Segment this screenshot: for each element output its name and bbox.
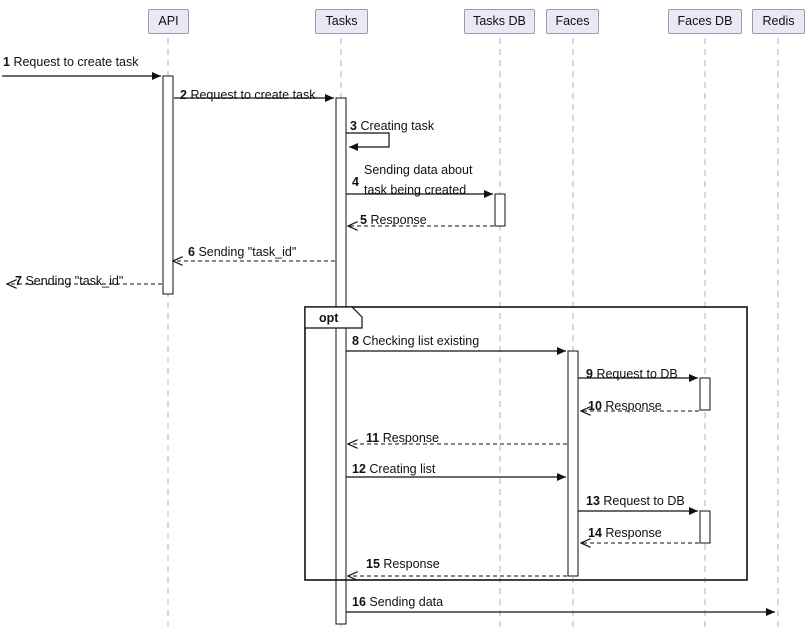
- message-text-1: Request to create task: [13, 55, 139, 69]
- participant-redis[interactable]: Redis: [752, 9, 805, 34]
- message-number-7: 7: [15, 274, 22, 288]
- message-label-12: 12 Creating list: [352, 462, 435, 476]
- message-label-15: 15 Response: [366, 557, 440, 571]
- message-number-16: 16: [352, 595, 366, 609]
- message-label-16: 16 Sending data: [352, 595, 443, 609]
- message-text-4-line2: task being created: [364, 183, 467, 197]
- message-label-3: 3 Creating task: [350, 119, 434, 133]
- message-text-16: Sending data: [369, 595, 444, 609]
- message-text-9: Request to DB: [596, 367, 678, 381]
- message-label-10: 10 Response: [588, 399, 662, 413]
- opt-fragment: [304, 306, 748, 581]
- message-number-8: 8: [352, 334, 359, 348]
- participant-faces-db[interactable]: Faces DB: [668, 9, 742, 34]
- message-number-14: 14: [588, 526, 602, 540]
- participant-api[interactable]: API: [148, 9, 189, 34]
- message-number-9: 9: [586, 367, 593, 381]
- message-number-4: 4: [352, 175, 359, 189]
- message-label-9: 9 Request to DB: [586, 367, 678, 381]
- message-number-11: 11: [366, 431, 380, 445]
- message-label-14: 14 Response: [588, 526, 662, 540]
- message-label-1: 1 Request to create task: [3, 55, 139, 69]
- message-text-4-line1: Sending data about: [364, 163, 473, 177]
- message-number-3: 3: [350, 119, 357, 133]
- message-number-5: 5: [360, 213, 367, 227]
- message-label-5: 5 Response: [360, 213, 427, 227]
- message-text-7: Sending "task_id": [25, 274, 124, 288]
- message-text-5: Response: [370, 213, 427, 227]
- message-text-2: Request to create task: [190, 88, 316, 102]
- message-label-7: 7 Sending "task_id": [15, 274, 123, 288]
- fragment-label-opt: opt: [319, 311, 339, 325]
- participant-tasks[interactable]: Tasks: [315, 9, 368, 34]
- message-label-2: 2 Request to create task: [180, 88, 316, 102]
- message-number-15: 15: [366, 557, 380, 571]
- message-text-6: Sending "task_id": [198, 245, 297, 259]
- message-label-11: 11 Response: [366, 431, 439, 445]
- message-label-8: 8 Checking list existing: [352, 334, 479, 348]
- message-label-6: 6 Sending "task_id": [188, 245, 296, 259]
- message-number-10: 10: [588, 399, 602, 413]
- message-text-13: Request to DB: [603, 494, 685, 508]
- participant-faces[interactable]: Faces: [546, 9, 599, 34]
- message-label-13: 13 Request to DB: [586, 494, 685, 508]
- message-text-3: Creating task: [360, 119, 435, 133]
- message-number-2: 2: [180, 88, 187, 102]
- message-number-6: 6: [188, 245, 195, 259]
- participant-tasks-db[interactable]: Tasks DB: [464, 9, 535, 34]
- message-number-13: 13: [586, 494, 600, 508]
- message-text-14: Response: [605, 526, 662, 540]
- message-text-8: Checking list existing: [362, 334, 480, 348]
- message-arrows: [2, 72, 775, 616]
- activation-bars: [162, 75, 711, 625]
- message-text-15: Response: [383, 557, 440, 571]
- message-number-12: 12: [352, 462, 366, 476]
- message-text-10: Response: [605, 399, 662, 413]
- message-text-12: Creating list: [369, 462, 436, 476]
- message-text-11: Response: [382, 431, 439, 445]
- message-number-1: 1: [3, 55, 10, 69]
